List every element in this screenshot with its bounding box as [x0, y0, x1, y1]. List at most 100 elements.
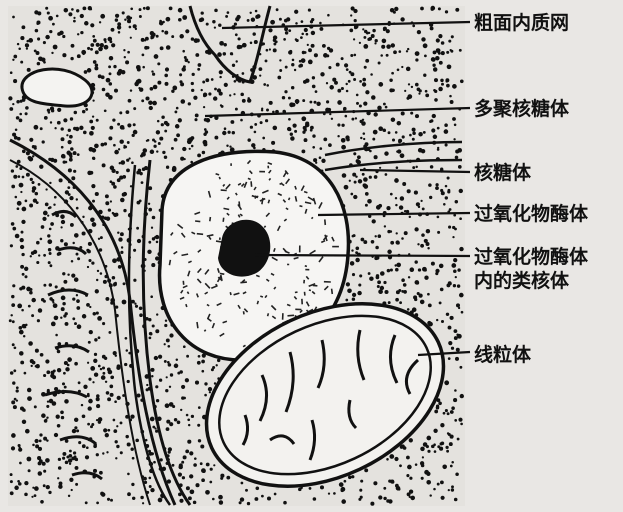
ribosome-dot — [17, 207, 20, 210]
ribosome-dot — [301, 116, 306, 121]
peroxisome-matrix-dash — [325, 219, 326, 225]
ribosome-dot — [396, 263, 401, 268]
ribosome-dot — [11, 400, 15, 404]
ribosome-dot — [87, 250, 91, 254]
ribosome-dot — [409, 496, 411, 498]
ribosome-dot — [438, 34, 442, 38]
ribosome-dot — [156, 313, 158, 315]
ribosome-dot — [284, 90, 287, 93]
ribosome-dot — [304, 51, 307, 54]
ribosome-dot — [195, 113, 199, 117]
ribosome-dot — [241, 482, 244, 485]
ribosome-dot — [337, 89, 341, 93]
ribosome-dot — [87, 266, 89, 268]
ribosome-dot — [106, 78, 111, 83]
ribosome-dot — [419, 89, 422, 92]
ribosome-dot — [109, 385, 113, 389]
ribosome-dot — [197, 424, 200, 427]
ribosome-dot — [188, 61, 190, 63]
ribosome-dot — [32, 186, 36, 190]
ribosome-dot — [451, 485, 454, 488]
ribosome-dot — [87, 47, 90, 50]
ribosome-dot — [148, 186, 152, 190]
ribosome-dot — [150, 150, 155, 155]
ribosome-dot — [164, 324, 167, 327]
ribosome-dot — [334, 81, 338, 85]
ribosome-dot — [376, 274, 379, 277]
ribosome-dot — [353, 234, 356, 237]
ribosome-dot — [259, 74, 261, 76]
ribosome-dot — [114, 150, 119, 155]
ribosome-dot — [200, 462, 203, 465]
ribosome-dot — [161, 123, 164, 126]
ribosome-dot — [279, 18, 282, 21]
ribosome-dot — [437, 483, 440, 486]
ribosome-dot — [283, 38, 286, 41]
ribosome-dot — [137, 239, 141, 243]
ribosome-dot — [119, 162, 121, 164]
ribosome-dot — [133, 123, 136, 126]
peroxisome-matrix-dash — [264, 226, 265, 228]
ribosome-dot — [425, 90, 428, 93]
ribosome-dot — [448, 341, 452, 345]
ribosome-dot — [31, 314, 34, 317]
ribosome-dot — [185, 378, 188, 381]
ribosome-dot — [312, 76, 315, 79]
ribosome-dot — [183, 455, 187, 459]
ribosome-dot — [381, 45, 385, 49]
ribosome-dot — [82, 216, 84, 218]
ribosome-dot — [87, 171, 92, 176]
ribosome-dot — [455, 357, 459, 361]
ribosome-dot — [415, 114, 419, 118]
ribosome-dot — [154, 54, 159, 59]
ribosome-dot — [429, 196, 432, 199]
ribosome-dot — [319, 147, 322, 150]
ribosome-dot — [95, 289, 99, 293]
ribosome-dot — [440, 79, 443, 82]
ribosome-dot — [247, 97, 249, 99]
ribosome-dot — [424, 55, 427, 58]
ribosome-dot — [266, 84, 269, 87]
ribosome-dot — [362, 119, 364, 121]
ribosome-dot — [190, 489, 195, 494]
ribosome-dot — [20, 265, 24, 269]
ribosome-dot — [82, 6, 86, 10]
ribosome-dot — [401, 111, 405, 115]
ribosome-dot — [179, 370, 182, 373]
ribosome-dot — [178, 18, 182, 22]
ribosome-dot — [31, 298, 35, 302]
ribosome-dot — [191, 89, 194, 92]
ribosome-dot — [182, 50, 185, 53]
ribosome-dot — [459, 247, 463, 251]
ribosome-dot — [221, 105, 224, 108]
ribosome-dot — [19, 119, 23, 123]
ribosome-dot — [89, 120, 93, 124]
ribosome-dot — [425, 94, 429, 98]
ribosome-dot — [103, 280, 107, 284]
ribosome-dot — [88, 399, 93, 404]
ribosome-dot — [48, 261, 51, 264]
ribosome-dot — [421, 477, 424, 480]
ribosome-dot — [11, 169, 14, 172]
ribosome-dot — [361, 238, 365, 242]
ribosome-dot — [351, 6, 355, 10]
ribosome-dot — [127, 51, 130, 54]
ribosome-dot — [459, 217, 462, 220]
ribosome-dot — [371, 95, 376, 100]
ribosome-dot — [357, 155, 361, 159]
ribosome-dot — [441, 320, 444, 323]
ribosome-dot — [26, 173, 30, 177]
ribosome-dot — [34, 125, 39, 130]
ribosome-dot — [433, 135, 438, 140]
ribosome-dot — [92, 157, 95, 160]
ribosome-dot — [133, 249, 136, 252]
ribosome-dot — [412, 128, 416, 132]
ribosome-dot — [118, 31, 121, 34]
ribosome-dot — [282, 96, 285, 99]
ribosome-dot — [418, 148, 423, 153]
ribosome-dot — [446, 51, 449, 54]
ribosome-dot — [11, 303, 15, 307]
ribosome-dot — [285, 31, 289, 35]
peroxisome-matrix-dash — [300, 206, 303, 207]
ribosome-dot — [18, 175, 21, 178]
